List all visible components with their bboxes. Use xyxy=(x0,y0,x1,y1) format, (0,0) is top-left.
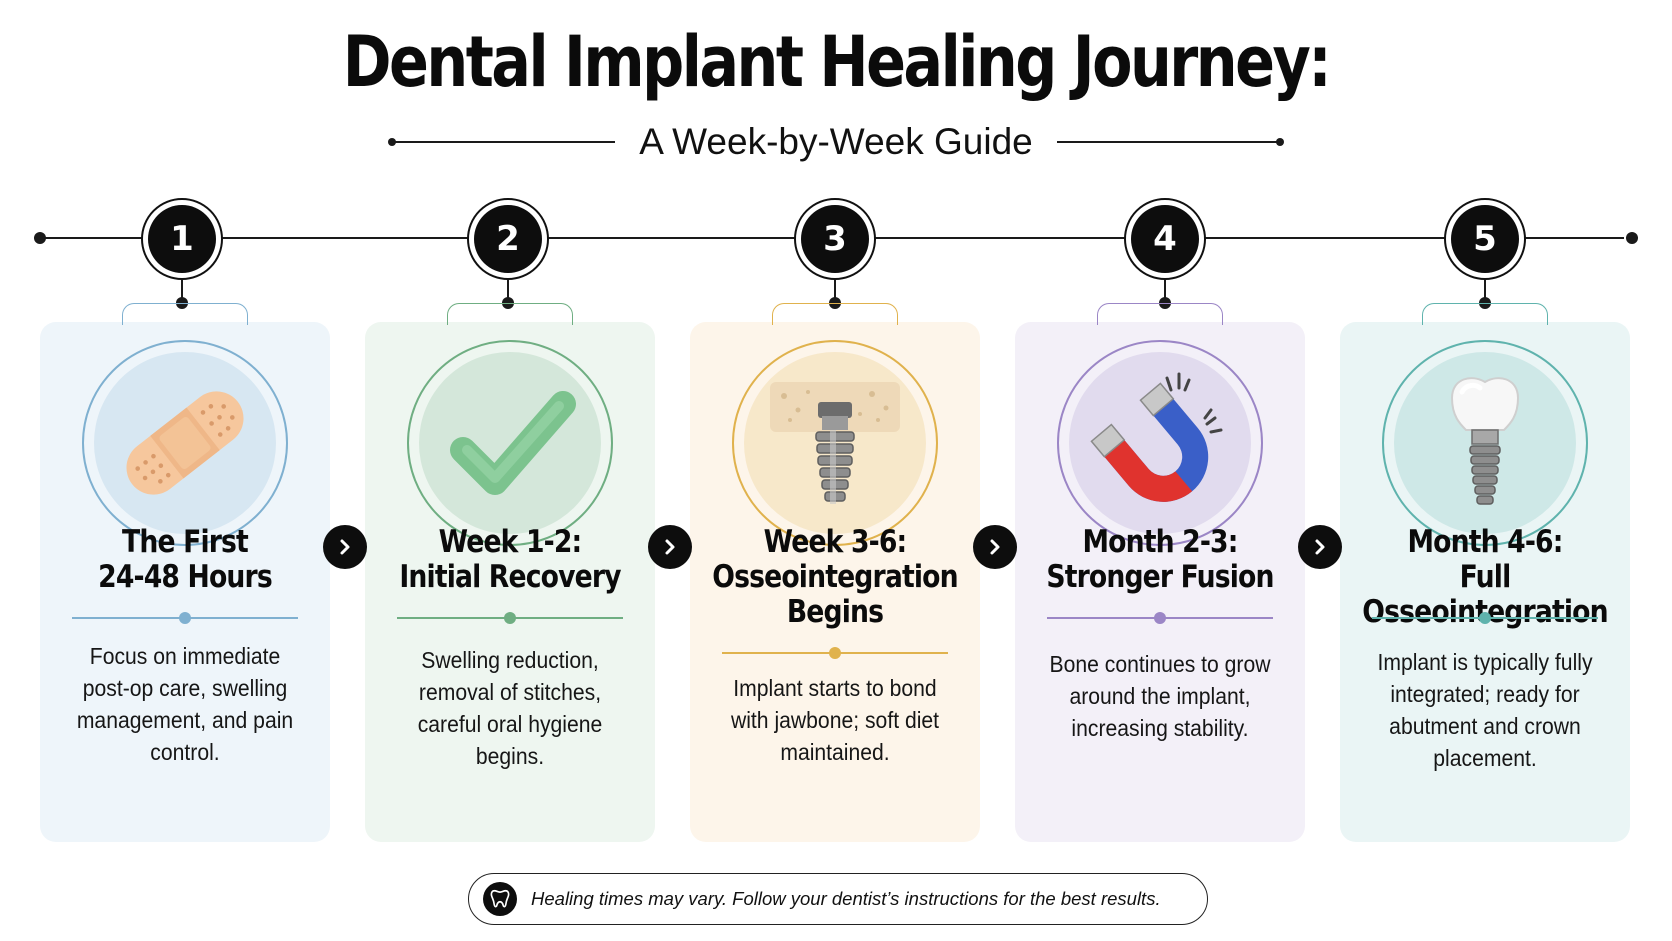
step-card-5-divider-dot xyxy=(1479,612,1491,624)
step-5-number-badge: 5 xyxy=(1444,198,1526,280)
page-title: Dental Implant Healing Journey: xyxy=(342,21,1332,103)
chevron-right-icon xyxy=(648,525,692,569)
step-4-number: 4 xyxy=(1131,205,1199,273)
step-card-1: The First 24-48 Hours Focus on immediate… xyxy=(40,303,330,842)
step-card-1-divider-dot xyxy=(179,612,191,624)
chevron-right-icon xyxy=(323,525,367,569)
step-card-3: Week 3-6: Osseointegration Begins Implan… xyxy=(690,303,980,842)
step-card-5-tab xyxy=(1422,303,1548,325)
magnet-icon xyxy=(1069,352,1251,534)
step-card-5-description: Implant is typically fully integrated; r… xyxy=(1377,649,1593,771)
step-card-3-divider-dot xyxy=(829,647,841,659)
footer-note-text: Healing times may vary. Follow your dent… xyxy=(531,888,1161,909)
bandage-icon xyxy=(94,352,276,534)
step-4-stem xyxy=(1164,280,1166,302)
step-3-number-badge: 3 xyxy=(794,198,876,280)
step-1-number: 1 xyxy=(148,205,216,273)
step-5-stem xyxy=(1484,280,1486,302)
step-2-stem xyxy=(507,280,509,302)
step-card-2-description: Swelling reduction, removal of stitches,… xyxy=(417,647,603,769)
step-card-3-tab xyxy=(772,303,898,325)
step-5-number: 5 xyxy=(1451,205,1519,273)
footer-note: Healing times may vary. Follow your dent… xyxy=(468,873,1208,925)
step-card-3-icon-ring xyxy=(732,340,938,546)
step-card-5-icon-ring xyxy=(1382,340,1588,546)
tooth-icon xyxy=(483,882,517,916)
step-card-4-divider-dot xyxy=(1154,612,1166,624)
step-card-3-title-line-2: Osseointegration xyxy=(712,559,958,595)
step-card-4-tab xyxy=(1097,303,1223,325)
page-subtitle: A Week-by-Week Guide xyxy=(639,121,1033,162)
step-card-3-title-line-1: Week 3-6: xyxy=(763,524,908,560)
step-card-3-description: Implant starts to bond with jawbone; sof… xyxy=(730,675,940,765)
step-card-2-title-line-1: Week 1-2: xyxy=(438,524,583,560)
step-1-stem xyxy=(181,280,183,302)
step-card-1-description: Focus on immediate post-op care, swellin… xyxy=(76,643,294,765)
checkmark-icon xyxy=(419,352,601,534)
crown-implant-icon xyxy=(1394,352,1576,534)
step-card-3-title-line-3: Begins xyxy=(786,594,884,630)
step-card-2: Week 1-2: Initial Recovery Swelling redu… xyxy=(365,303,655,842)
step-card-4: Month 2-3: Stronger Fusion Bone continue… xyxy=(1015,303,1305,842)
step-card-4-title-line-1: Month 2-3: xyxy=(1082,524,1238,560)
step-card-2-icon-ring xyxy=(407,340,613,546)
step-2-number: 2 xyxy=(474,205,542,273)
step-3-stem xyxy=(834,280,836,302)
subtitle-rule-right xyxy=(1056,138,1285,146)
subtitle-rule-left xyxy=(387,138,616,146)
step-card-4-icon-ring xyxy=(1057,340,1263,546)
implant-in-bone-icon xyxy=(744,352,926,534)
step-3-number: 3 xyxy=(801,205,869,273)
chevron-right-icon xyxy=(973,525,1017,569)
step-card-2-tab xyxy=(447,303,573,325)
step-card-5-title-line-1: Month 4-6: xyxy=(1407,524,1563,560)
step-card-2-title-line-2: Initial Recovery xyxy=(399,559,621,595)
timeline-end-dot xyxy=(1626,232,1638,244)
timeline-start-dot xyxy=(34,232,46,244)
step-card-1-title-line-2: 24-48 Hours xyxy=(98,559,273,595)
chevron-right-icon xyxy=(1298,525,1342,569)
subtitle-row: A Week-by-Week Guide xyxy=(387,118,1285,166)
step-card-4-description: Bone continues to grow around the implan… xyxy=(1049,651,1271,741)
step-card-4-title-line-2: Stronger Fusion xyxy=(1046,559,1274,595)
step-card-2-divider-dot xyxy=(504,612,516,624)
step-card-1-icon-ring xyxy=(82,340,288,546)
step-2-number-badge: 2 xyxy=(467,198,549,280)
step-card-1-tab xyxy=(122,303,248,325)
step-card-5: Month 4-6: Full Osseointegration Implant… xyxy=(1340,303,1630,842)
step-4-number-badge: 4 xyxy=(1124,198,1206,280)
step-1-number-badge: 1 xyxy=(141,198,223,280)
step-card-1-title-line-1: The First xyxy=(122,524,249,560)
